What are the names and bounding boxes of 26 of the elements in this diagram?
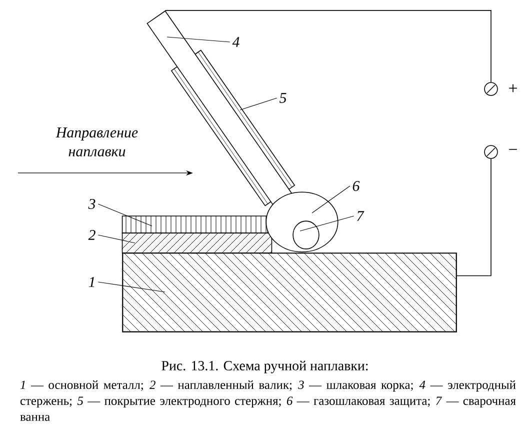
callout-number: 6 [352, 180, 360, 191]
wire [456, 158, 492, 276]
leader-line [300, 216, 354, 232]
terminal [484, 145, 498, 159]
direction-label: Направление наплавки [56, 128, 138, 156]
polarity-sign: − [509, 148, 517, 150]
callout-number: 1 [88, 277, 94, 287]
caption-text: 1 — основной металл; 2 — наплавленный валик; 3 — шлаковая корка; 4 — электродный стержень; 5 — покрытие электродного стержня; 6 — газошлаковая защита; 7 — сварочная ванна [20, 380, 516, 421]
slag-crust [122, 216, 268, 234]
leader-line [98, 234, 136, 244]
caption-title: Рис. 13.1. Схема ручной наплавки: [162, 360, 368, 374]
wire [164, 10, 492, 82]
leader-line [98, 204, 152, 226]
leader-line [312, 186, 350, 214]
deposited-bead [122, 232, 272, 254]
polarity-sign: + [509, 84, 517, 92]
callout-number: 5 [280, 93, 286, 103]
leader-line [240, 98, 278, 110]
callout-number: 7 [357, 211, 364, 221]
callout-number: 3 [88, 198, 96, 209]
leader-line [166, 36, 230, 42]
weld-pool [292, 220, 320, 250]
callout-number: 4 [232, 37, 240, 47]
callout-number: 2 [88, 230, 96, 240]
leader-line [98, 282, 166, 292]
terminal [484, 82, 498, 96]
